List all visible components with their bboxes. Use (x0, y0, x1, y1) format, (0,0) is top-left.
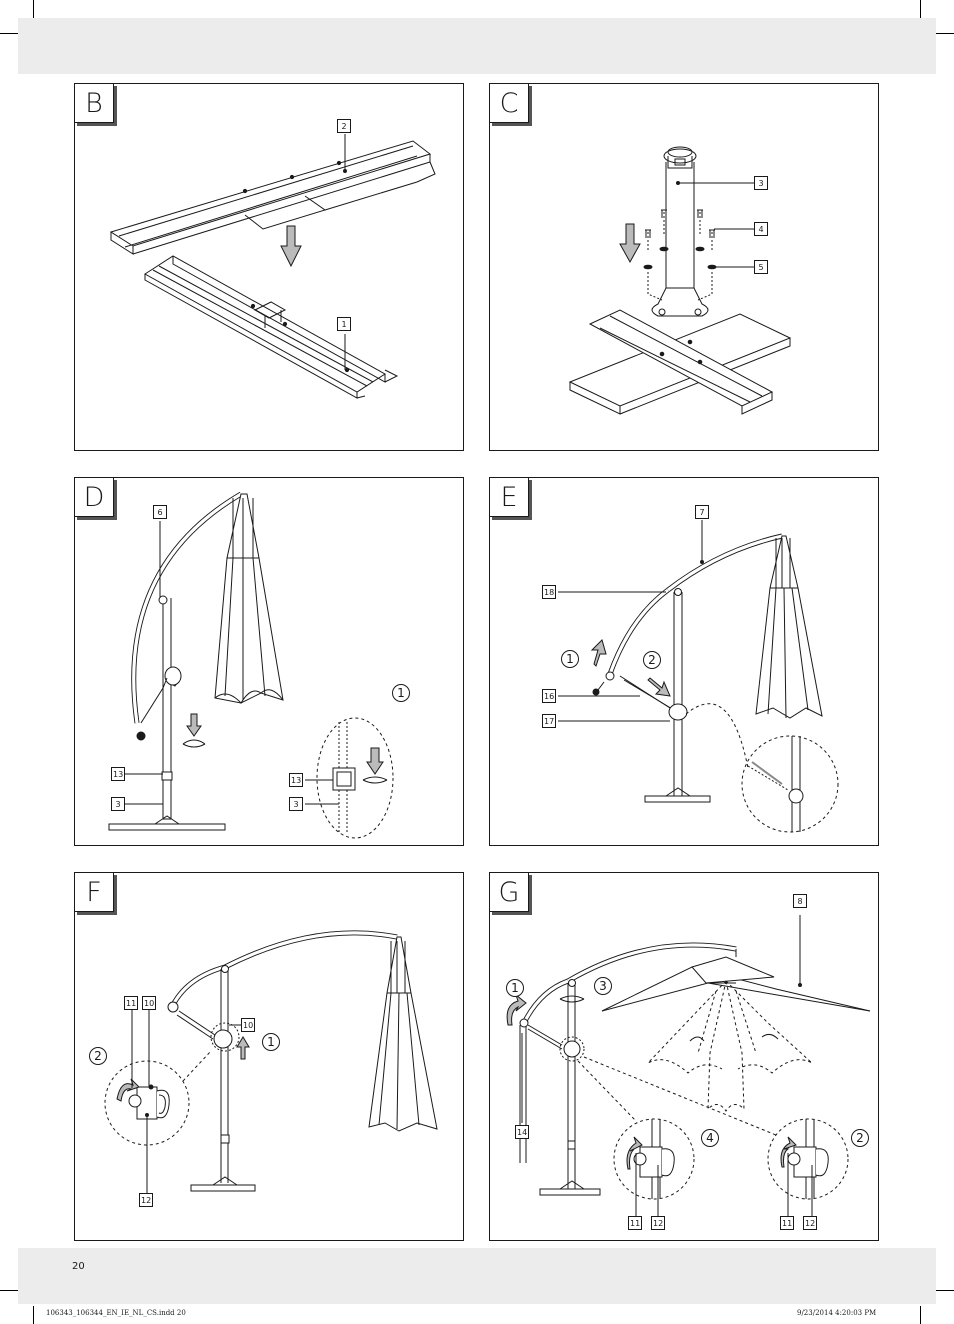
panel-letter: F (75, 873, 114, 912)
part-label-1: 1 (337, 317, 351, 331)
step-number: 1 (506, 979, 524, 997)
part-label-14: 14 (515, 1125, 530, 1139)
part-label-3-detail: 3 (289, 797, 303, 811)
part-label-11-left: 11 (628, 1216, 643, 1230)
step-number: 3 (594, 977, 612, 995)
step-number: 1 (561, 650, 579, 668)
panel-e: E (489, 477, 879, 846)
arm-raising-illustration (558, 520, 839, 833)
step-number: 4 (701, 1129, 719, 1147)
part-label-4: 4 (754, 222, 768, 236)
part-label-18: 18 (542, 585, 557, 599)
panel-letter: D (75, 478, 114, 517)
part-label-2: 2 (337, 119, 351, 133)
part-label-11: 11 (124, 996, 139, 1010)
file-slug: 106343_106344_EN_IE_NL_CS.indd 20 (46, 1309, 186, 1317)
panel-g: G (489, 872, 879, 1241)
step-number: 2 (89, 1047, 107, 1065)
part-label-10-pole: 10 (241, 1018, 256, 1032)
panel-letter: G (490, 873, 529, 912)
part-label-5: 5 (754, 260, 768, 274)
panel-c: C 3 4 5 (489, 83, 879, 451)
part-label-6: 6 (153, 505, 167, 519)
crop-mark (0, 1290, 18, 1291)
step-number: 1 (392, 684, 410, 702)
footer-band (18, 1248, 936, 1304)
base-cross-assembly-illustration (109, 134, 436, 399)
panel-letter: C (490, 84, 529, 123)
crop-mark (920, 1306, 921, 1324)
crop-mark (920, 0, 921, 18)
part-label-13-detail: 13 (289, 773, 304, 787)
crop-mark (936, 1290, 954, 1291)
header-band (18, 18, 936, 74)
part-label-10: 10 (142, 996, 157, 1010)
canopy-tilt-rotate-illustration (506, 915, 871, 1216)
part-label-8: 8 (793, 894, 807, 908)
part-label-3: 3 (111, 797, 125, 811)
crop-mark (936, 33, 954, 34)
step-number: 2 (643, 651, 661, 669)
step-number: 2 (851, 1129, 869, 1147)
part-label-12: 12 (139, 1193, 154, 1207)
part-label-13: 13 (111, 767, 126, 781)
crop-mark (33, 1306, 34, 1324)
arm-locking-illustration (104, 930, 438, 1193)
crop-mark (0, 33, 18, 34)
part-label-11-right: 11 (780, 1216, 795, 1230)
part-label-17: 17 (542, 714, 557, 728)
part-label-3: 3 (754, 176, 768, 190)
part-label-7: 7 (695, 505, 709, 519)
panel-letter: B (75, 84, 114, 123)
pole-mount-illustration (568, 146, 792, 415)
crop-mark (33, 0, 34, 18)
panel-b: B 2 1 (74, 83, 464, 451)
part-label-12-right: 12 (803, 1216, 818, 1230)
panel-letter: E (490, 478, 529, 517)
part-label-16: 16 (542, 689, 557, 703)
panel-d: D 6 13 3 13 (74, 477, 464, 846)
page-number: 20 (72, 1261, 85, 1272)
date-slug: 9/23/2014 4:20:03 PM (797, 1309, 877, 1317)
umbrella-arm-insertion-illustration (108, 491, 394, 839)
part-label-12-left: 12 (651, 1216, 666, 1230)
step-number: 1 (262, 1033, 280, 1051)
panel-f: F 11 (74, 872, 464, 1241)
